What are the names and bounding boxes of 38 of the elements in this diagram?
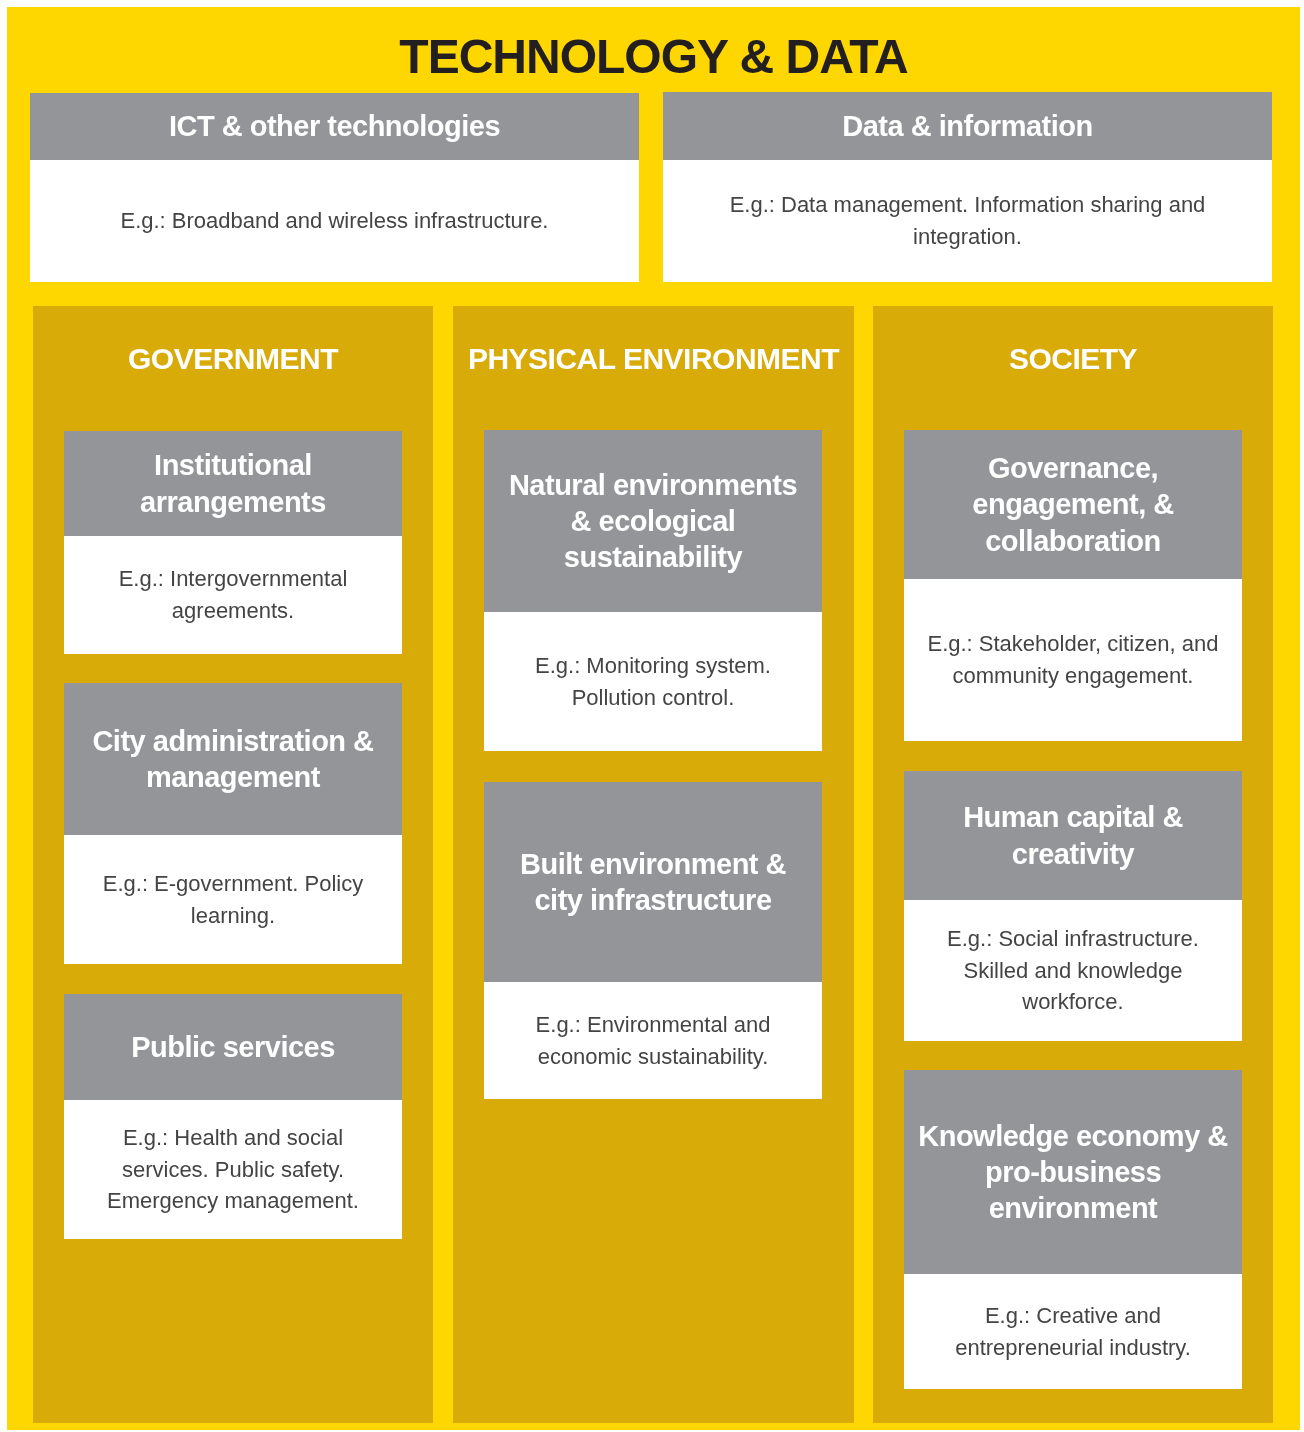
category-card	[663, 92, 1272, 282]
category-card	[64, 994, 402, 1239]
card-heading: Human capital & creativity	[904, 771, 1242, 900]
example-text: E.g.: Health and social services. Public safety. Emergency management.	[106, 1123, 360, 1216]
card-heading: Public services	[64, 994, 402, 1100]
example-text: E.g.: Data management. Information sharing and integration.	[728, 191, 1207, 251]
example-text: E.g.: Intergovernmental agreements.	[117, 565, 349, 625]
frame-title: TECHNOLOGY & DATA	[398, 29, 909, 84]
example-text: E.g.: Creative and entrepreneurial industry.	[954, 1301, 1192, 1362]
category-card	[484, 430, 822, 751]
column-title: SOCIETY	[1007, 342, 1139, 376]
example-text: E.g.: Stakeholder, citizen, and community engagement.	[926, 630, 1220, 690]
column-title: GOVERNMENT	[127, 342, 340, 376]
frame-panel	[7, 7, 1300, 1430]
column-panel	[33, 306, 433, 1423]
category-card	[904, 771, 1242, 1041]
card-heading: Natural environments & ecological sustainability	[484, 430, 822, 612]
example-text: E.g.: Social infrastructure. Skilled and knowledge workforce.	[946, 924, 1200, 1017]
card-heading: Knowledge economy & pro-business environment	[904, 1070, 1242, 1274]
category-card	[484, 782, 822, 1099]
card-heading: Institutional arrangements	[64, 431, 402, 536]
column-panel	[453, 306, 854, 1423]
category-card	[64, 431, 402, 654]
column-title: PHYSICAL ENVIRONMENT	[466, 342, 841, 376]
column-panel	[873, 306, 1273, 1423]
category-card	[64, 683, 402, 964]
card-heading: City administration & management	[64, 683, 402, 835]
card-heading: ICT & other technologies	[30, 93, 639, 160]
category-card	[904, 1070, 1242, 1389]
card-heading: Built environment & city infrastructure	[484, 782, 822, 982]
category-card	[30, 93, 639, 282]
example-text: E.g.: Broadband and wireless infrastructure.	[120, 207, 549, 236]
example-text: E.g.: Monitoring system. Pollution control.	[534, 651, 772, 712]
example-text: E.g.: E-government. Policy learning.	[101, 869, 365, 930]
example-text: E.g.: Environmental and economic sustainability.	[534, 1010, 772, 1071]
card-heading: Governance, engagement, & collaboration	[904, 430, 1242, 579]
category-card	[904, 430, 1242, 741]
card-heading: Data & information	[663, 92, 1272, 160]
